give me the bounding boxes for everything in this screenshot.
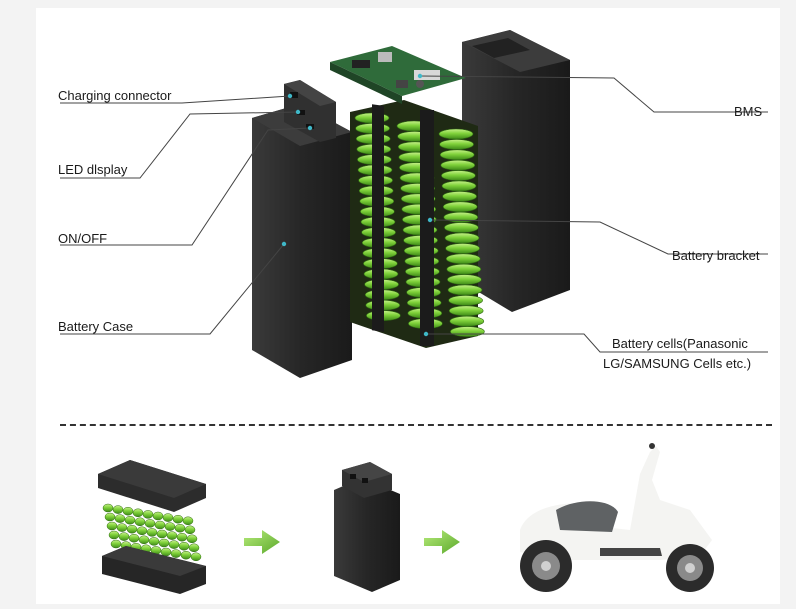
battery-cell (180, 550, 192, 560)
battery-cell (172, 514, 184, 524)
battery-cell (188, 543, 200, 553)
battery-cell (122, 506, 134, 516)
battery-cell (447, 284, 483, 296)
exploded-pack-small (98, 460, 206, 594)
charging-port-icon (290, 92, 298, 98)
battery-cell (166, 531, 178, 540)
battery-cell (441, 170, 476, 181)
battery-cell (154, 520, 166, 530)
battery-cell (160, 547, 172, 557)
scooter-image (520, 443, 714, 592)
battery-cell (112, 505, 124, 514)
label-charging-connector: Charging connector (58, 88, 172, 103)
battery-cell (440, 159, 476, 171)
arrow-right-icon (244, 530, 280, 554)
label-on-off: ON/OFF (58, 231, 108, 246)
assembled-battery (334, 462, 400, 592)
battery-case-right (462, 30, 570, 312)
battery-bracket (420, 110, 434, 346)
battery-cell (106, 521, 118, 531)
battery-cell (156, 529, 168, 539)
bms-board (330, 46, 466, 104)
battery-cell (176, 532, 188, 542)
battery-cell (142, 510, 154, 519)
battery-cell (178, 541, 190, 551)
battery-cell (102, 503, 114, 513)
battery-cell (158, 538, 170, 548)
battery-cell-pack (350, 100, 485, 348)
battery-cell (444, 232, 480, 244)
battery-cell (168, 540, 180, 549)
battery-cell (174, 523, 186, 533)
battery-cell (444, 222, 479, 233)
battery-cell (108, 530, 120, 540)
leader-dots (281, 73, 433, 337)
section-divider (60, 424, 772, 426)
battery-cell (144, 519, 156, 528)
battery-cell (152, 511, 164, 521)
label-battery-cells-line2: LG/SAMSUNG Cells etc.) (603, 356, 752, 371)
battery-cell (138, 535, 150, 545)
battery-cell (447, 274, 482, 285)
battery-cell (439, 149, 475, 161)
battery-cell (124, 515, 136, 525)
label-bms: BMS (734, 104, 763, 119)
battery-cell (162, 513, 174, 522)
battery-cell (441, 180, 477, 192)
label-led-display: LED dlsplay (58, 162, 128, 177)
battery-cell (190, 552, 202, 562)
battery-cell (442, 191, 477, 202)
battery-cell (448, 295, 483, 306)
battery-cell (164, 522, 176, 531)
battery-cell (110, 539, 122, 549)
battery-cell (442, 201, 478, 213)
label-battery-case: Battery Case (58, 319, 134, 334)
battery-cell (134, 517, 146, 527)
battery-cell (449, 315, 485, 327)
battery-cell (148, 537, 160, 546)
battery-cell (186, 534, 198, 544)
battery-cell (445, 243, 480, 254)
label-battery-bracket: Battery bracket (672, 248, 760, 263)
battery-cell (116, 523, 128, 532)
arrow-right-icon (424, 530, 460, 554)
battery-cell (128, 533, 140, 543)
battery-cell (446, 263, 482, 275)
leader-lines (60, 75, 768, 353)
battery-cell (439, 139, 474, 150)
battery-cell (443, 211, 479, 223)
battery-cell (104, 512, 116, 522)
battery-cell (445, 253, 481, 265)
battery-cell (170, 549, 182, 558)
battery-cell (450, 326, 485, 337)
battery-cell (146, 528, 158, 537)
battery-cell (132, 508, 144, 518)
battery-cell (136, 526, 148, 536)
battery-cell (438, 128, 474, 140)
battery-case-left (252, 80, 352, 378)
label-battery-cells-line1: Battery cells(Panasonic (612, 336, 748, 351)
led-display-icon (297, 110, 305, 115)
battery-cell (182, 516, 194, 526)
battery-cell (448, 305, 484, 317)
battery-cell (114, 514, 126, 523)
battery-cell (118, 532, 130, 541)
battery-cell (184, 525, 196, 535)
battery-cell (126, 524, 138, 534)
